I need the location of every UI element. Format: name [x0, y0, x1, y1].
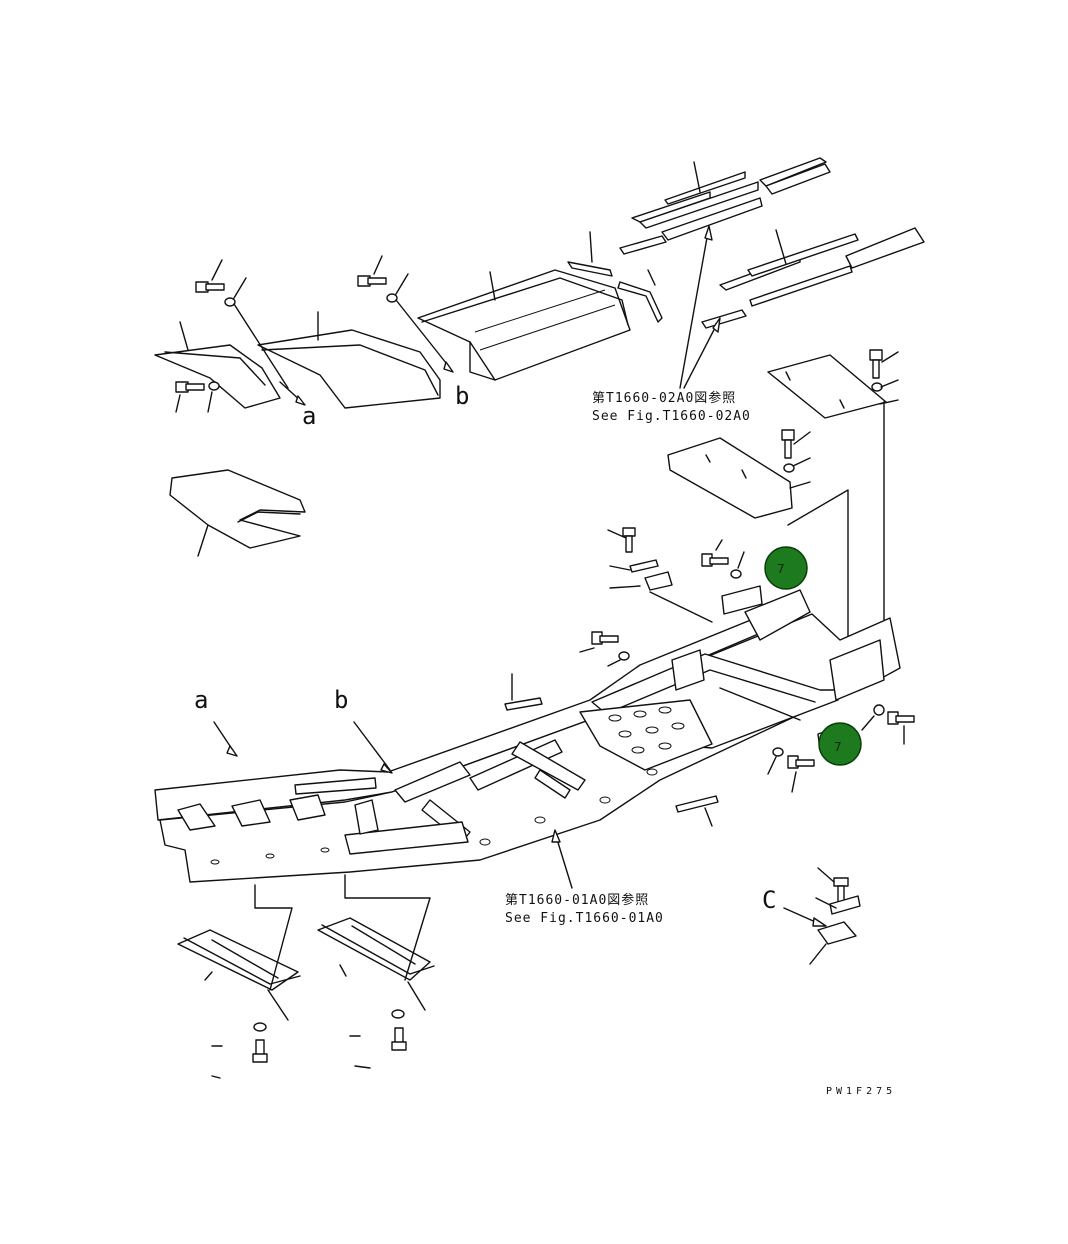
bracket-c: [809, 867, 861, 965]
arrowhead-b-top: [443, 361, 454, 373]
label-b-frame: b: [334, 686, 348, 714]
bolt-upper-left-2: [175, 381, 220, 413]
arrowhead-c: [812, 917, 827, 927]
guard-plate-left: [177, 884, 301, 1079]
washer-upper-left-1: [224, 277, 289, 389]
bolt-right-middle: [781, 429, 811, 473]
guard-plate-right: [317, 874, 435, 1069]
ref-lower-en: See Fig.T1660-01A0: [505, 911, 664, 926]
ref-upper-jp: 第T1660-02A0図参照: [592, 390, 736, 406]
bolt-center-frame: [701, 539, 763, 615]
drawing-code: PW1F275: [826, 1086, 896, 1097]
strip-frame-lower: [675, 795, 719, 813]
label-a-top: a: [302, 402, 316, 430]
bolt-upper-mid: [357, 255, 451, 369]
leader-strip-frame-lower: [704, 807, 713, 827]
strip-set-upper: [619, 157, 831, 255]
callout-7-upper[interactable]: 7: [764, 546, 808, 590]
rubber-sheet: [169, 469, 306, 557]
bolt-upper-left-1: [195, 259, 225, 293]
arrowhead-a-top: [295, 395, 306, 406]
cover-a-small: [154, 321, 281, 409]
strip-set-lower: [701, 227, 925, 329]
label-a-frame: a: [194, 686, 208, 714]
arrowhead-ref-lower: [551, 829, 561, 843]
main-frame: [154, 589, 901, 883]
strip-frame-center: [504, 697, 543, 711]
ref-upper-en: See Fig.T1660-02A0: [592, 409, 751, 424]
bolt-center-top: [607, 527, 713, 623]
cover-b-large: [417, 269, 631, 381]
reference-arrows-upper: [679, 225, 721, 389]
ref-lower-jp: 第T1660-01A0図参照: [505, 892, 649, 908]
arrowhead-b-frame: [380, 763, 393, 774]
bolt-center-low: [579, 631, 630, 667]
arrow-b-frame: [353, 721, 391, 771]
callout-7-lower[interactable]: 7: [818, 722, 862, 766]
arrowhead-a-frame: [226, 745, 238, 757]
arrow-ref-lower: [555, 835, 573, 889]
strip-b-2: [617, 269, 663, 323]
label-b-top: b: [455, 382, 469, 410]
label-c: C: [762, 886, 776, 914]
svg-text:7: 7: [834, 740, 842, 754]
cover-a-large: [257, 311, 441, 409]
svg-text:7: 7: [777, 562, 785, 576]
strip-b-1: [567, 231, 613, 277]
bolt-right-top: [869, 349, 899, 405]
plate-right-middle: [667, 437, 849, 641]
